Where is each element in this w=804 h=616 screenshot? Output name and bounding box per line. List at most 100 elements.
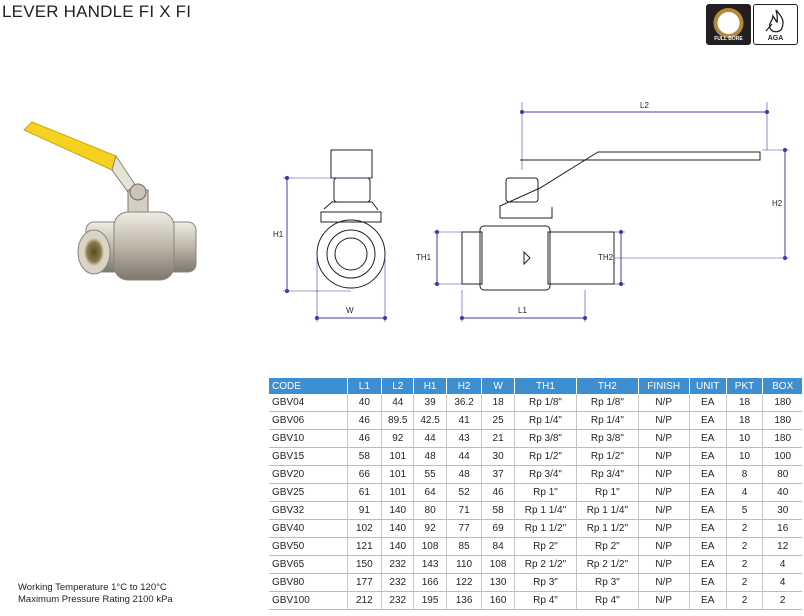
table-cell: 4 [725, 483, 763, 502]
front-view-left-port [461, 231, 483, 285]
table-cell: Rp 3" [513, 573, 577, 592]
table-cell: Rp 1 1/4" [576, 501, 639, 520]
table-cell: 180 [762, 411, 802, 430]
table-cell: 55 [413, 465, 447, 484]
table-cell: 69 [481, 519, 515, 538]
table-cell: 140 [381, 501, 414, 520]
table-cell: 36.2 [445, 394, 482, 412]
column-header: L1 [346, 378, 382, 394]
table-cell: GBV100 [269, 591, 348, 610]
column-header: H2 [445, 378, 482, 394]
dimension-label-h1: H1 [273, 230, 284, 239]
table-cell: 212 [346, 591, 382, 610]
table-cell: 2 [725, 591, 763, 610]
table-cell: 44 [445, 447, 482, 466]
table-cell: 25 [481, 411, 515, 430]
table-cell: 64 [413, 483, 447, 502]
table-cell: 21 [481, 429, 515, 448]
table-cell: GBV32 [269, 501, 348, 520]
table-cell: Rp 1 1/2" [513, 519, 577, 538]
full-bore-ring-icon [707, 5, 750, 44]
operating-notes: Working Temperature 1°C to 120°C Maximum… [18, 582, 173, 606]
table-cell: GBV40 [269, 519, 348, 538]
table-cell: Rp 2 1/2" [576, 555, 639, 574]
table-cell: Rp 1" [513, 483, 577, 502]
table-cell: 101 [381, 447, 414, 466]
side-view-nut [333, 177, 371, 203]
table-cell: EA [688, 429, 727, 448]
table-cell: 46 [346, 411, 382, 430]
table-cell: GBV10 [269, 429, 348, 448]
table-cell: 232 [381, 573, 414, 592]
front-view-nut [505, 177, 539, 203]
table-cell: EA [688, 411, 727, 430]
table-cell: 232 [381, 591, 414, 610]
table-cell: N/P [637, 501, 690, 520]
table-cell: 102 [346, 519, 382, 538]
column-header: TH2 [576, 378, 639, 394]
table-cell: 48 [445, 465, 482, 484]
table-cell: 18 [725, 394, 763, 412]
table-cell: EA [688, 591, 727, 610]
table-cell: 46 [481, 483, 515, 502]
table-cell: 84 [481, 537, 515, 556]
table-cell: 101 [381, 483, 414, 502]
table-cell: 48 [413, 447, 447, 466]
table-cell: 30 [481, 447, 515, 466]
table-cell: 2 [725, 555, 763, 574]
table-cell: 5 [725, 501, 763, 520]
table-cell: 110 [445, 555, 482, 574]
table-cell: Rp 2" [513, 537, 577, 556]
dimension-label-th2: TH2 [598, 253, 614, 262]
table-cell: 40 [346, 394, 382, 412]
table-cell: EA [688, 483, 727, 502]
table-cell: 18 [481, 394, 515, 412]
table-cell: Rp 1/4" [513, 411, 577, 430]
table-cell: Rp 1/4" [576, 411, 639, 430]
table-cell: N/P [637, 573, 690, 592]
side-view-body [316, 219, 386, 289]
table-cell: 2 [725, 519, 763, 538]
table-cell: 108 [413, 537, 447, 556]
table-cell: GBV04 [269, 394, 348, 412]
table-cell: 100 [762, 447, 802, 466]
table-cell: 4 [762, 573, 802, 592]
table-cell: 180 [762, 429, 802, 448]
table-cell: 121 [346, 537, 382, 556]
table-cell: Rp 1" [576, 483, 639, 502]
table-cell: N/P [637, 555, 690, 574]
table-cell: 130 [481, 573, 515, 592]
table-cell: N/P [637, 465, 690, 484]
full-bore-label: FULL BORE [714, 36, 743, 42]
table-cell: 160 [481, 591, 515, 610]
technical-drawing: L2 H2 H1 W TH1 TH2 L1 [273, 101, 789, 322]
table-cell: 101 [381, 465, 414, 484]
spec-table-header: CODE L1 L2 H1 H2 W TH1 TH2 FINISH UNIT P… [269, 378, 802, 394]
column-header: TH1 [513, 378, 577, 394]
table-cell: EA [688, 519, 727, 538]
table-cell: Rp 3/8" [576, 429, 639, 448]
column-header: BOX [762, 378, 802, 394]
table-cell: Rp 1/8" [513, 394, 577, 412]
dimension-label-l2: L2 [640, 101, 649, 110]
table-cell: 46 [346, 429, 382, 448]
table-cell: 92 [413, 519, 447, 538]
product-photo [23, 121, 197, 281]
column-header: W [481, 378, 515, 394]
table-cell: 140 [381, 519, 414, 538]
table-cell: 143 [413, 555, 447, 574]
table-cell: 122 [445, 573, 482, 592]
table-cell: Rp 2 1/2" [513, 555, 577, 574]
table-cell: 77 [445, 519, 482, 538]
table-cell: Rp 3/4" [576, 465, 639, 484]
table-cell: 85 [445, 537, 482, 556]
table-cell: 37 [481, 465, 515, 484]
column-header: PKT [725, 378, 763, 394]
table-cell: 44 [381, 394, 414, 412]
table-cell: 16 [762, 519, 802, 538]
table-cell: GBV25 [269, 483, 348, 502]
